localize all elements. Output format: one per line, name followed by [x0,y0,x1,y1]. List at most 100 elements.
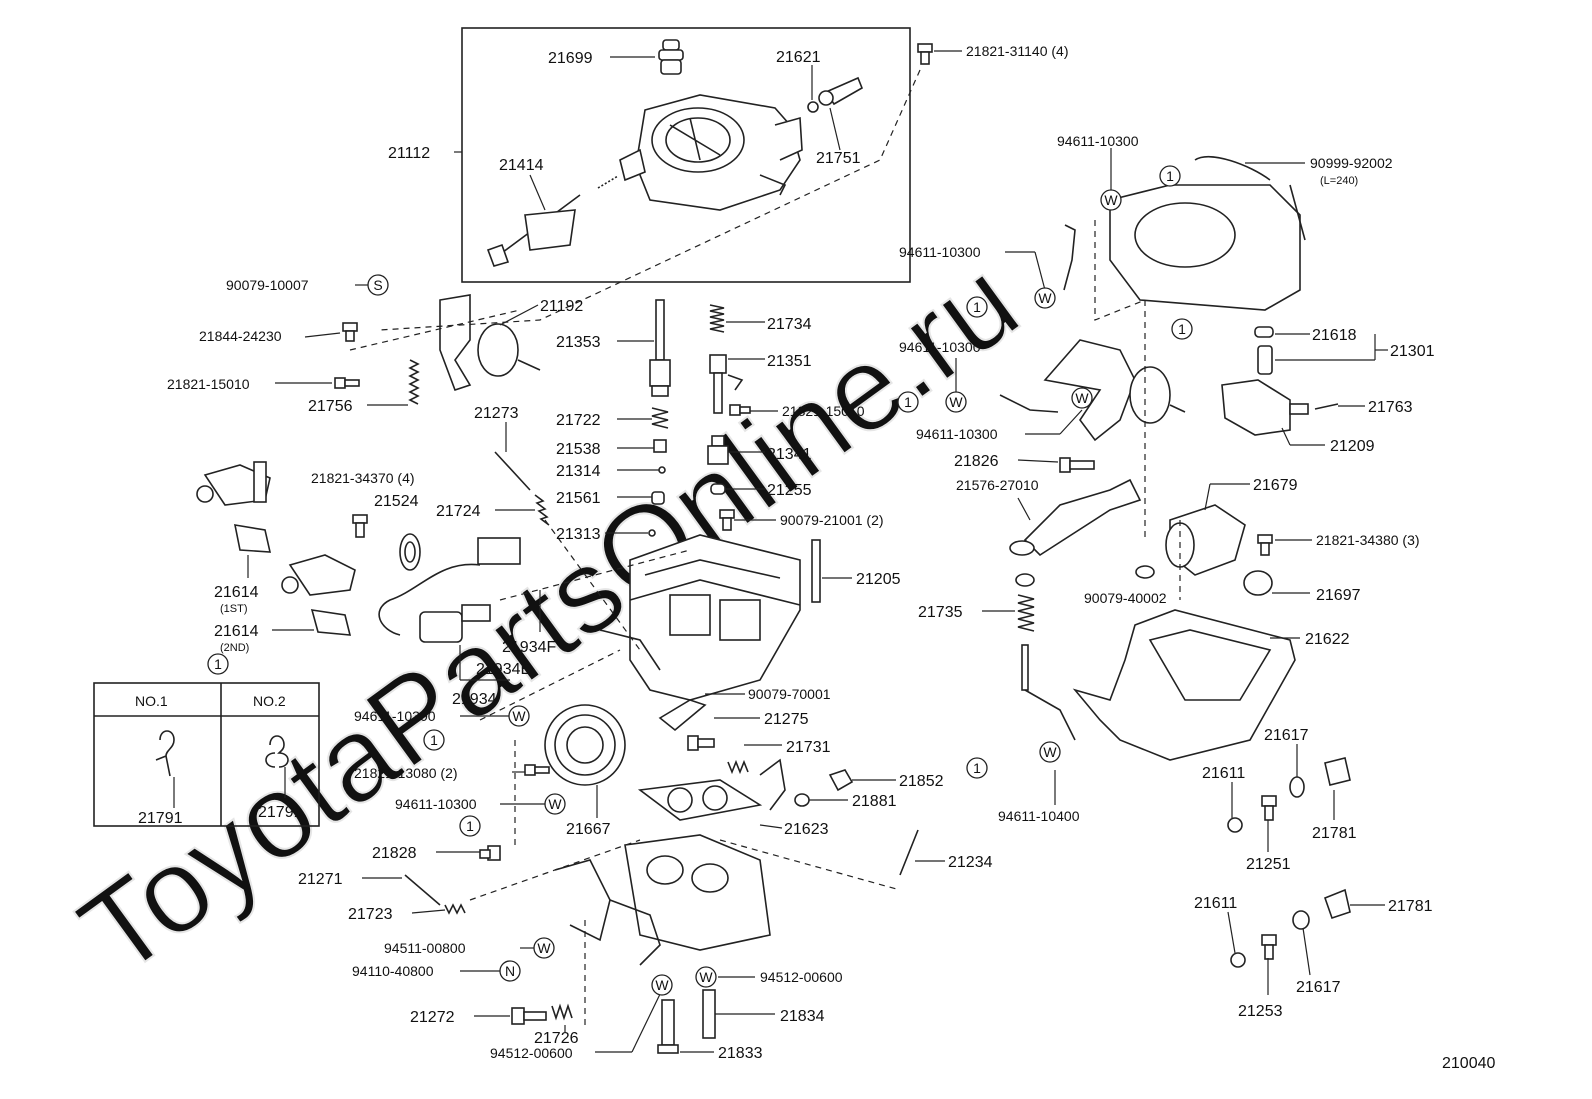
part-21833-screw[interactable] [657,999,679,1054]
label-94611-10400[interactable]: 94611-10400 [998,808,1080,824]
part-21272-screw[interactable] [511,1007,547,1025]
label-94512-00600-a[interactable]: 94512-00600 [760,969,843,985]
part-21617-b-washer[interactable] [1292,910,1310,930]
table-part-no1[interactable]: 21791 [138,810,183,827]
part-21313-ball[interactable] [648,529,656,537]
part-21621-gasket[interactable] [807,101,819,113]
part-21255-gasket[interactable] [710,483,726,495]
label-94611-10300-d[interactable]: 94611-10300 [899,244,981,260]
part-21781-b-plug[interactable] [1323,888,1351,920]
label-90079-21001[interactable]: 90079-21001 (2) [780,512,884,528]
label-21255[interactable]: 21255 [767,482,812,499]
label-21722[interactable]: 21722 [556,412,601,429]
label-21833[interactable]: 21833 [718,1045,763,1062]
label-21353[interactable]: 21353 [556,334,601,351]
label-21723[interactable]: 21723 [348,906,393,923]
part-21301-vsv[interactable] [1257,345,1273,375]
label-21414[interactable]: 21414 [499,157,544,174]
label-21934e[interactable]: 21934E [476,661,531,678]
part-21622-gasket[interactable] [1072,609,1296,761]
label-21614-1st[interactable]: 21614 [214,584,259,601]
label-21341[interactable]: 21341 [767,446,812,463]
label-21621[interactable]: 21621 [776,49,821,66]
label-21301[interactable]: 21301 [1390,343,1435,360]
part-21414-shaft[interactable] [486,175,619,267]
label-21234[interactable]: 21234 [948,854,993,871]
label-21272[interactable]: 21272 [410,1009,455,1026]
part-21251-screw[interactable] [1261,795,1277,821]
label-21821-15010-b[interactable]: 21821-15010 [782,403,865,419]
label-21844-24230[interactable]: 21844-24230 [199,328,282,344]
part-21828-screw[interactable] [479,845,501,861]
part-21852-nut[interactable] [828,769,854,792]
part-21561-plug[interactable] [651,491,665,505]
table-part-no2[interactable]: 21791 [258,804,303,821]
label-21611-a[interactable]: 21611 [1202,765,1245,782]
label-21192[interactable]: 21192 [540,298,583,315]
part-21756-spring[interactable] [408,359,420,405]
label-21834[interactable]: 21834 [780,1008,825,1025]
part-90079-21001-screw[interactable] [719,509,735,531]
label-21821-15010-a[interactable]: 21821-15010 [167,376,250,392]
part-21611-a-ball[interactable] [1227,817,1243,833]
part-21205-rod[interactable] [811,539,821,603]
part-21821-34370-screw[interactable] [352,514,368,538]
part-21723-spring[interactable] [444,903,466,915]
label-90999-92002[interactable]: 90999-92002 [1310,155,1393,171]
part-washer-21735-top[interactable] [1015,573,1035,587]
label-21821-31140[interactable]: 21821-31140 (4) [966,43,1068,59]
label-21314[interactable]: 21314 [556,463,601,480]
part-21611-b-ball[interactable] [1230,952,1246,968]
part-21821-34380-screw[interactable] [1257,534,1273,556]
part-21618-cap[interactable] [1254,326,1274,338]
label-94611-10300-e[interactable]: 94611-10300 [899,339,981,355]
part-choke-linkage[interactable] [999,339,1186,442]
label-94511-00800[interactable]: 94511-00800 [384,940,466,956]
part-21731-spring[interactable] [727,759,749,775]
label-21781-b[interactable]: 21781 [1388,898,1433,915]
label-21667[interactable]: 21667 [566,821,611,838]
label-21821-13080[interactable]: 21821-13080 (2) [354,765,458,781]
label-21611-b[interactable]: 21611 [1194,895,1237,912]
label-21251[interactable]: 21251 [1246,856,1291,873]
label-21881[interactable]: 21881 [852,793,897,810]
part-21623-gasket[interactable] [637,758,786,821]
part-21341-jet[interactable] [707,435,729,465]
label-21699[interactable]: 21699 [548,50,593,67]
label-21756[interactable]: 21756 [308,398,353,415]
part-21234-pin[interactable] [899,829,919,876]
part-21273-screw[interactable] [494,451,531,491]
label-21826[interactable]: 21826 [954,453,999,470]
label-21271[interactable]: 21271 [298,871,343,888]
label-21618[interactable]: 21618 [1312,327,1357,344]
label-94611-10300-a[interactable]: 94611-10300 [354,708,436,724]
label-90079-10007[interactable]: 90079-10007 [226,277,309,293]
part-21112-air-horn[interactable] [619,94,803,211]
part-90079-40002-plug[interactable] [1135,565,1155,579]
part-link-rod-upper[interactable] [1063,224,1076,291]
part-main-body[interactable] [599,534,801,701]
label-94611-10300-b[interactable]: 94611-10300 [395,796,477,812]
part-90079-70001-check[interactable] [658,699,707,732]
label-21112[interactable]: 21112 [388,145,430,162]
label-21273[interactable]: 21273 [474,405,519,422]
part-21679-diaphragm[interactable] [1165,504,1246,576]
part-21735-spring[interactable] [1017,594,1035,632]
part-21734-spring[interactable] [709,304,725,333]
part-21576-27010-lever[interactable] [1009,478,1142,557]
label-94110-40800[interactable]: 94110-40800 [352,963,434,979]
part-21834-screw[interactable] [702,989,716,1039]
part-21538-retainer[interactable] [653,439,667,453]
label-21934f[interactable]: 21934F [502,639,556,656]
part-21275-screw[interactable] [687,735,715,751]
part-21821-15010-screw-b[interactable] [729,404,751,416]
label-21751[interactable]: 21751 [816,150,861,167]
label-21934[interactable]: 21934 [452,691,497,708]
part-21253-screw[interactable] [1261,934,1277,960]
part-21722-spring[interactable] [651,407,669,429]
label-21205[interactable]: 21205 [856,571,901,588]
part-21614-1st[interactable] [196,461,272,553]
label-21679[interactable]: 21679 [1253,477,1298,494]
label-21313[interactable]: 21313 [556,526,601,543]
label-21623[interactable]: 21623 [784,821,829,838]
